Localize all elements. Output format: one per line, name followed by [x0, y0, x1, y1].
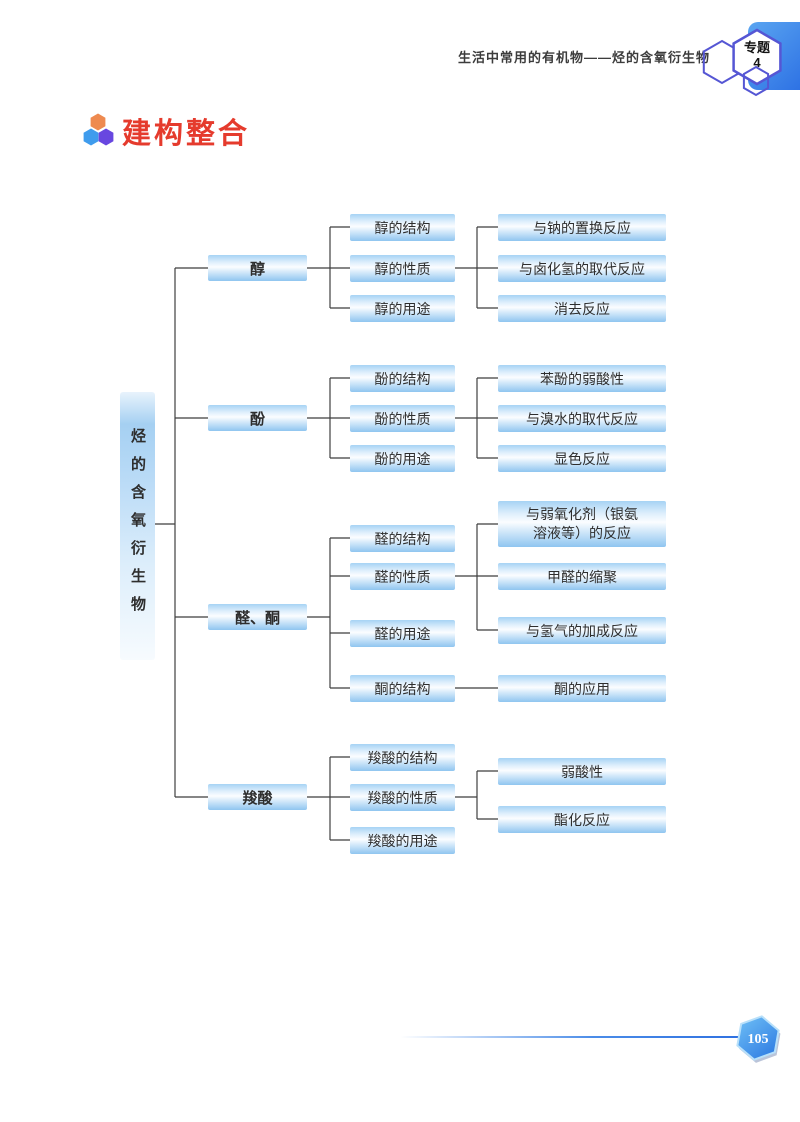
section-hexagons-icon [83, 113, 114, 146]
node-ketone-structure: 酮的结构 [350, 675, 455, 702]
node-color-reaction: 显色反应 [498, 445, 666, 472]
node-alcohol-uses: 醇的用途 [350, 295, 455, 322]
node-acid-properties: 羧酸的性质 [350, 784, 455, 811]
node-aldehyde-uses: 醛的用途 [350, 620, 455, 647]
topic-badge-label: 专题 4 [733, 40, 781, 71]
node-alcohol-structure: 醇的结构 [350, 214, 455, 241]
node-acid-structure: 羧酸的结构 [350, 744, 455, 771]
node-elimination: 消去反应 [498, 295, 666, 322]
topic-badge-hexagon [732, 28, 782, 86]
topic-badge-line1: 专题 [743, 40, 770, 55]
node-bromine-substitution: 与溴水的取代反应 [498, 405, 666, 432]
topic-badge-hexagons-icon [702, 28, 782, 97]
hexagon-orange-icon [90, 113, 106, 131]
node-phenol: 酚 [208, 405, 307, 431]
node-ketone-application: 酮的应用 [498, 675, 666, 702]
node-phenol-uses: 酚的用途 [350, 445, 455, 472]
node-root: 烃的含氧衍生物 [120, 392, 155, 660]
page-number-hexagon-shape [736, 1015, 780, 1061]
node-formaldehyde-condensation: 甲醛的缩聚 [498, 563, 666, 590]
node-acid-uses: 羧酸的用途 [350, 827, 455, 854]
decor-hexagon-small-icon [742, 65, 770, 97]
page-number: 105 [748, 1032, 769, 1047]
node-aldehyde-properties: 醛的性质 [350, 563, 455, 590]
node-phenol-structure: 酚的结构 [350, 365, 455, 392]
node-carboxylic-acid: 羧酸 [208, 784, 307, 810]
node-h2-addition: 与氢气的加成反应 [498, 617, 666, 644]
hexagon-purple-icon [98, 128, 114, 146]
node-alcohol: 醇 [208, 255, 307, 281]
node-alcohol-properties: 醇的性质 [350, 255, 455, 282]
node-hx-substitution: 与卤化氢的取代反应 [498, 255, 666, 282]
node-weak-oxidant-reaction: 与弱氧化剂（银氨 溶液等）的反应 [498, 501, 666, 547]
node-phenol-properties: 酚的性质 [350, 405, 455, 432]
node-phenol-weak-acidity: 苯酚的弱酸性 [498, 365, 666, 392]
topic-badge-line2: 4 [753, 54, 761, 70]
node-aldehyde-ketone: 醛、酮 [208, 604, 307, 630]
section-title: 建构整合 [122, 118, 251, 150]
footer-rule [400, 1036, 752, 1038]
node-aldehyde-structure: 醛的结构 [350, 525, 455, 552]
node-na-displacement: 与钠的置换反应 [498, 214, 666, 241]
node-esterification: 酯化反应 [498, 806, 666, 833]
chapter-title: 生活中常用的有机物——烃的含氧衍生物 [457, 50, 710, 65]
node-weak-acidity: 弱酸性 [498, 758, 666, 785]
hexagon-blue-icon [83, 128, 99, 146]
page-number-hexagon: 105 [736, 1015, 781, 1063]
